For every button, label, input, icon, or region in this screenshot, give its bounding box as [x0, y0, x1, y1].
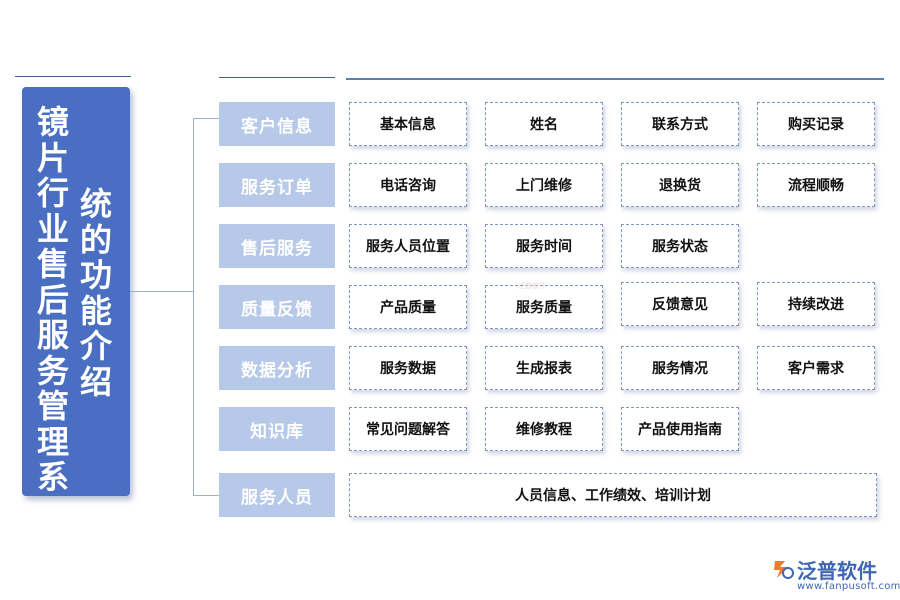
watermark-text: 泛普软件 — [518, 282, 546, 290]
feature-item: 服务质量 — [485, 285, 603, 329]
connector-horizontal — [130, 291, 193, 292]
feature-item: 常见问题解答 — [349, 407, 467, 451]
fanpu-logo-icon — [771, 557, 795, 585]
feature-item: 持续改进 — [757, 282, 875, 326]
category-knowledge-base: 知识库 — [219, 407, 335, 451]
top-rule-right — [346, 78, 884, 80]
title-panel: 镜片行业售后服务管理系 统的功能介绍 — [22, 87, 130, 496]
feature-item: 流程顺畅 — [757, 163, 875, 207]
feature-item: 生成报表 — [485, 346, 603, 390]
feature-item: 服务数据 — [349, 346, 467, 390]
brand-logo: 泛普软件 www.fanpusoft.com — [771, 555, 900, 595]
feature-item: 服务状态 — [621, 224, 739, 268]
feature-item: 退换货 — [621, 163, 739, 207]
feature-item: 人员信息、工作绩效、培训计划 — [349, 473, 877, 517]
connector-branch — [193, 495, 219, 496]
feature-item: 产品使用指南 — [621, 407, 739, 451]
feature-item: 服务时间 — [485, 224, 603, 268]
feature-item: 上门维修 — [485, 163, 603, 207]
feature-item: 维修教程 — [485, 407, 603, 451]
category-after-sales: 售后服务 — [219, 224, 335, 268]
feature-item: 姓名 — [485, 102, 603, 146]
feature-item: 产品质量 — [349, 285, 467, 329]
connector-trunk — [193, 118, 194, 495]
feature-item: 电话咨询 — [349, 163, 467, 207]
feature-item: 服务人员位置 — [349, 224, 467, 268]
title-line-2: 统的功能介绍 — [79, 185, 112, 401]
category-service-order: 服务订单 — [219, 163, 335, 207]
logo-name: 泛普软件 — [797, 559, 877, 583]
feature-item: 客户需求 — [757, 346, 875, 390]
category-quality-feedback: 质量反馈 — [219, 285, 335, 329]
top-rule-middle — [219, 77, 335, 78]
category-customer-info: 客户信息 — [219, 102, 335, 146]
feature-item: 反馈意见 — [621, 282, 739, 326]
feature-item: 联系方式 — [621, 102, 739, 146]
connector-branch — [193, 118, 219, 119]
category-service-staff: 服务人员 — [219, 473, 335, 517]
feature-item: 购买记录 — [757, 102, 875, 146]
feature-item: 服务情况 — [621, 346, 739, 390]
feature-item: 基本信息 — [349, 102, 467, 146]
top-rule-left — [15, 76, 131, 77]
category-data-analysis: 数据分析 — [219, 346, 335, 390]
logo-url: www.fanpusoft.com — [797, 581, 900, 592]
title-line-1: 镜片行业售后服务管理系 — [36, 103, 69, 496]
